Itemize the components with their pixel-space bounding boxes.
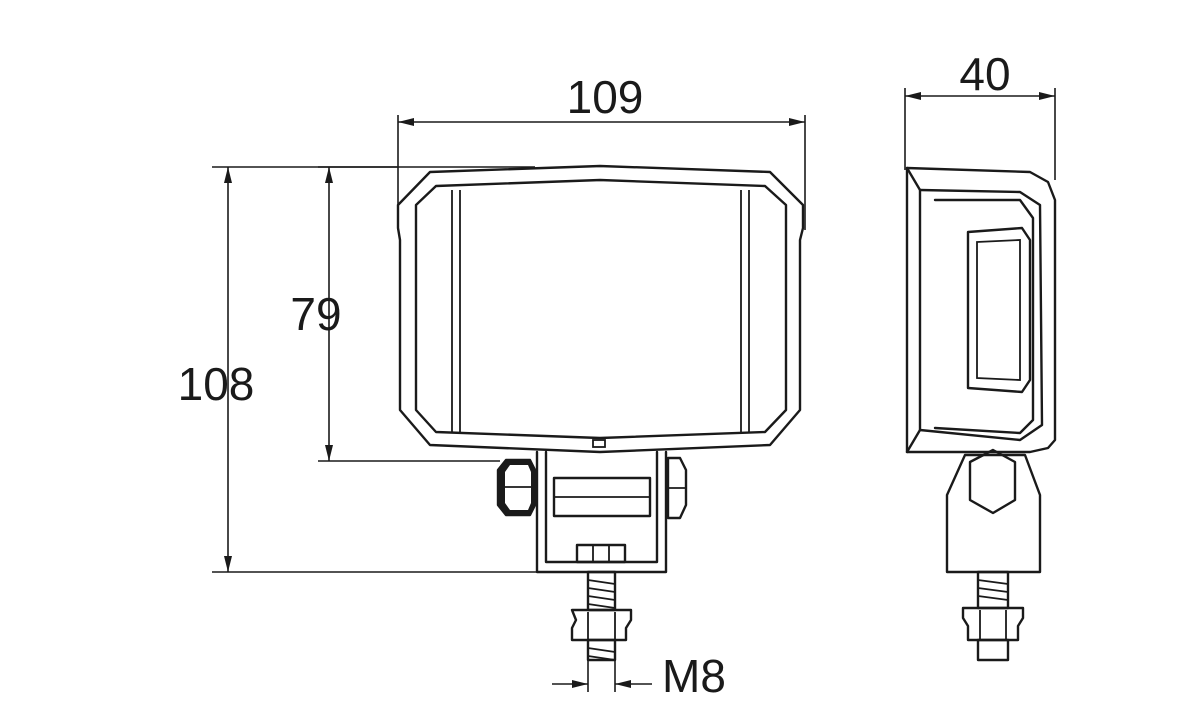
side-bracket (945, 453, 1042, 574)
dimension-height-lens: 79 (290, 166, 500, 462)
side-bolt-end (976, 638, 1010, 662)
bottom-notch (592, 439, 606, 448)
side-housing (905, 166, 1057, 454)
dimension-depth: 40 (904, 48, 1056, 180)
dimension-thread: M8 (552, 650, 726, 702)
bolt-thread (586, 570, 617, 612)
dimension-height-lens-label: 79 (290, 288, 341, 340)
dimension-thread-label: M8 (662, 650, 726, 702)
side-boss (966, 226, 1032, 394)
base-nut (575, 543, 627, 564)
housing-outline (396, 164, 805, 454)
dimension-width-label: 109 (567, 71, 644, 123)
mounting-bracket (535, 450, 668, 574)
bolt-nut (570, 608, 633, 642)
lens-frame (414, 178, 788, 440)
side-view (905, 166, 1057, 662)
bracket-nut-left (496, 458, 537, 517)
front-view (396, 164, 805, 662)
dimension-height-total-label: 108 (178, 358, 255, 410)
dimension-height-total: 108 (178, 166, 537, 573)
bracket-nut-right (666, 456, 688, 520)
side-nut (961, 606, 1025, 642)
dimension-depth-label: 40 (959, 48, 1010, 100)
dimension-width: 109 (397, 71, 806, 230)
side-bolt-head (968, 448, 1017, 515)
bolt-end (586, 638, 617, 662)
